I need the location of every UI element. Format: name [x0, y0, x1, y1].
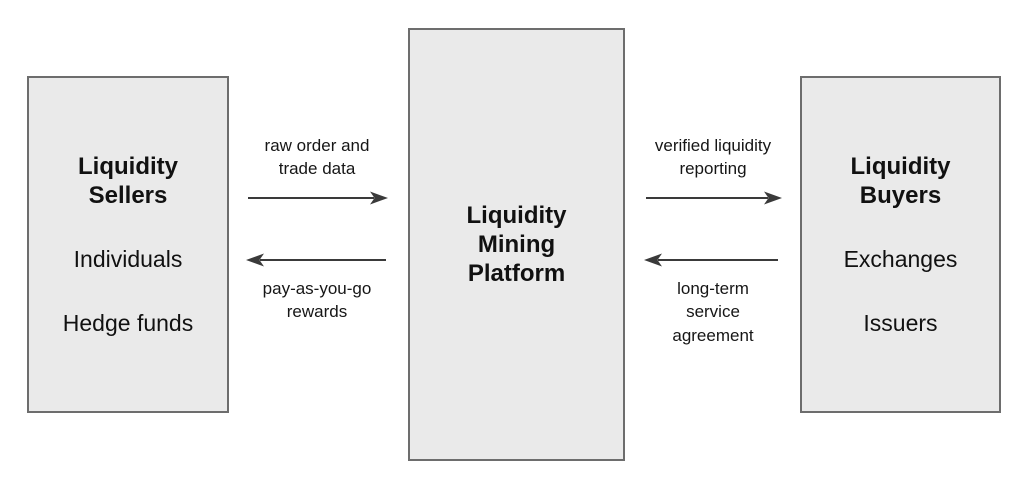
flow-label-verified-liquidity-reporting: verified liquidity reporting [654, 136, 772, 179]
node-liquidity-buyers-item-issuers: Issuers [863, 309, 938, 336]
arrow-right-platform-to-buyers [646, 191, 782, 205]
node-liquidity-buyers: Liquidity Buyers Exchanges Issuers [800, 76, 1001, 413]
node-liquidity-sellers-item-hedge-funds: Hedge funds [62, 309, 194, 336]
arrow-left-buyers-to-platform [644, 253, 778, 267]
flow-group-sellers-platform: raw order and trade data pay-as-you-go r… [237, 134, 397, 324]
flow-label-pay-as-you-go-rewards: pay-as-you-go rewards [262, 278, 372, 322]
arrow-right-sellers-to-platform [248, 191, 388, 205]
node-liquidity-sellers-item-individuals: Individuals [73, 246, 183, 273]
node-liquidity-sellers: Liquidity Sellers Individuals Hedge fund… [27, 76, 229, 413]
node-liquidity-mining-platform-title: Liquidity Mining Platform [466, 201, 567, 288]
flow-spacer-left [237, 207, 397, 251]
flow-group-platform-buyers: verified liquidity reporting long-term s… [633, 134, 793, 347]
flow-label-long-term-service-agreement: long-term service agreement [672, 278, 754, 345]
node-liquidity-buyers-item-exchanges: Exchanges [843, 246, 958, 273]
flow-spacer-right [633, 207, 793, 251]
flow-label-raw-order-and-trade-data: raw order and trade data [264, 136, 370, 179]
node-liquidity-sellers-title: Liquidity Sellers [78, 152, 178, 209]
node-liquidity-buyers-title: Liquidity Buyers [850, 152, 951, 209]
arrow-left-platform-to-sellers [246, 253, 386, 267]
node-liquidity-mining-platform: Liquidity Mining Platform [408, 28, 625, 461]
